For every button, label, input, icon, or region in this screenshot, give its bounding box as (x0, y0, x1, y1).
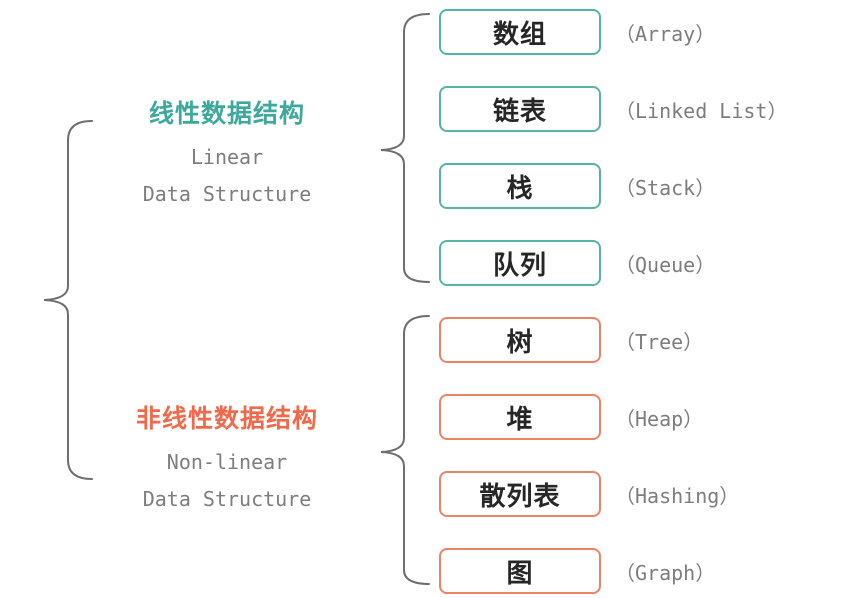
nonlinear-group-title-zh: 非线性数据结构 (135, 405, 318, 433)
item-row-array: 数组 （Array） (439, 9, 715, 55)
item-row-graph: 图 （Graph） (439, 548, 715, 594)
item-zh-label-graph: 图 (506, 557, 534, 588)
nonlinear-group-title-en-line2: Data Structure (142, 487, 312, 511)
item-zh-label-heap: 堆 (506, 403, 534, 434)
nonlinear-brace (380, 315, 430, 585)
item-row-queue: 队列 （Queue） (439, 240, 715, 286)
nonlinear-group-title-en-line1: Non-linear (166, 450, 288, 474)
linear-brace (380, 13, 430, 283)
linear-group-label: 线性数据结构 Linear Data Structure (77, 97, 377, 213)
item-zh-label-hashing: 散列表 (479, 480, 561, 511)
linear-group-title-zh: 线性数据结构 (148, 100, 305, 128)
item-en-label-graph: （Graph） (615, 560, 716, 585)
item-zh-label-queue: 队列 (492, 249, 547, 280)
item-row-linked-list: 链表 （Linked List） (439, 86, 787, 132)
item-en-label-hashing: （Hashing） (615, 483, 740, 508)
item-row-tree: 树 （Tree） (439, 317, 703, 363)
nonlinear-group-label: 非线性数据结构 Non-linear Data Structure (77, 402, 377, 518)
item-box-hashing: 散列表 (439, 471, 601, 517)
item-box-array: 数组 (439, 9, 601, 55)
item-box-linked-list: 链表 (439, 86, 601, 132)
item-en-label-heap: （Heap） (615, 406, 704, 431)
item-box-stack: 栈 (439, 163, 601, 209)
linear-group-title-en-line2: Data Structure (142, 182, 312, 206)
item-box-heap: 堆 (439, 394, 601, 440)
item-en-label-queue: （Queue） (615, 252, 716, 277)
item-box-queue: 队列 (439, 240, 601, 286)
item-zh-label-stack: 栈 (506, 172, 534, 203)
root-brace (43, 120, 93, 480)
linear-group-title-en-line1: Linear (190, 145, 264, 169)
item-box-graph: 图 (439, 548, 601, 594)
item-zh-label-array: 数组 (492, 18, 547, 49)
item-zh-label-tree: 树 (506, 326, 534, 357)
item-row-hashing: 散列表 （Hashing） (439, 471, 739, 517)
item-row-heap: 堆 （Heap） (439, 394, 703, 440)
item-en-label-linked-list: （Linked List） (615, 98, 788, 123)
item-row-stack: 栈 （Stack） (439, 163, 715, 209)
item-en-label-array: （Array） (615, 21, 716, 46)
item-box-tree: 树 (439, 317, 601, 363)
item-en-label-tree: （Tree） (615, 329, 704, 354)
item-zh-label-linked-list: 链表 (492, 95, 547, 126)
item-en-label-stack: （Stack） (615, 175, 716, 200)
